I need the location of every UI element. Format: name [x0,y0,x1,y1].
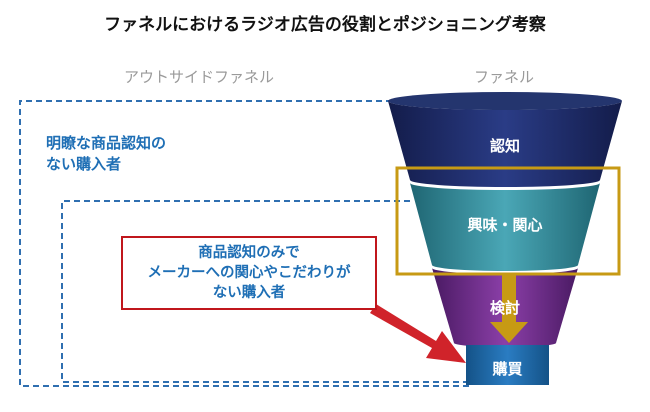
outer-note-line: ない購入者 [46,155,122,173]
callout-line: メーカーへの関心やこだわりが [147,265,351,281]
outside-funnel-label: アウトサイドファネル [124,68,275,86]
stage-label-awareness: 認知 [489,137,520,155]
callout-line: 商品認知のみで [198,245,300,261]
outer-dashed-region [19,100,470,387]
gold-down-arrow [490,274,528,343]
funnel-label: ファネル [474,68,535,86]
page-title: ファネルにおけるラジオ広告の役割とポジショニング考察 [104,15,546,35]
callout-box: 商品認知のみで メーカーへの関心やこだわりが ない購入者 [121,236,377,310]
stage-label-consideration: 検討 [489,299,520,317]
callout-line: ない購入者 [212,285,286,301]
stage-label-interest: 興味・関心 [467,216,543,234]
outer-note-line: 明瞭な商品認知の [46,134,167,152]
funnel-rim [388,92,622,110]
inner-dashed-region [61,200,470,383]
stage-label-purchase: 購買 [492,360,523,378]
outer-segment-note: 明瞭な商品認知の ない購入者 [46,133,216,175]
red-arrow [370,304,466,363]
funnel-stage-interest [410,183,600,271]
funnel-stage-purchase [466,345,549,385]
funnel-stage-awareness [388,101,622,187]
